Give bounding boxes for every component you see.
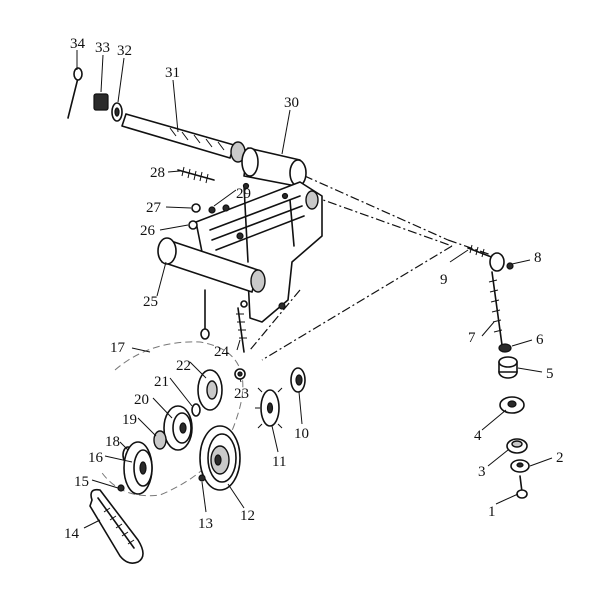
part-27-washer (191, 203, 201, 213)
label-19: 19 (122, 412, 137, 428)
label-31: 31 (165, 65, 180, 81)
label-30: 30 (284, 95, 299, 111)
label-10: 10 (294, 426, 309, 442)
label-17: 17 (110, 340, 126, 356)
part-11-sprocket (255, 387, 283, 429)
label-32: 32 (117, 43, 132, 59)
part-30-main-frame (157, 147, 323, 323)
label-22: 22 (176, 358, 191, 374)
part-2-bushing (510, 459, 530, 473)
part-4-spring-seat (499, 396, 525, 414)
label-14: 14 (64, 526, 80, 542)
label-13: 13 (198, 516, 213, 532)
label-25: 25 (143, 294, 158, 310)
part-6-nut (498, 343, 512, 353)
part-15-screw (117, 484, 125, 492)
label-16: 16 (88, 450, 104, 466)
label-33: 33 (95, 40, 110, 56)
part-29-bolts (208, 204, 230, 214)
label-23: 23 (234, 386, 249, 402)
label-2: 2 (556, 450, 564, 466)
label-6: 6 (536, 332, 544, 348)
label-9: 9 (440, 272, 448, 288)
label-15: 15 (74, 474, 89, 490)
part-9-bolt (467, 244, 495, 259)
label-7: 7 (468, 330, 476, 346)
part-3-washer (506, 438, 528, 454)
part-34-cotter-pin (67, 67, 83, 119)
part-31-axle-shaft (121, 113, 246, 163)
part-23-nut (234, 368, 246, 380)
part-8-nut (489, 252, 514, 272)
label-27: 27 (146, 200, 162, 216)
part-10-bearing (290, 367, 306, 393)
part-7-threaded-rod (488, 271, 503, 346)
label-26: 26 (140, 223, 156, 239)
part-21-washer (191, 403, 201, 417)
label-20: 20 (134, 392, 149, 408)
label-8: 8 (534, 250, 542, 266)
part-13-bolt (198, 474, 206, 482)
part-33-castle-nut (93, 93, 109, 111)
label-29: 29 (236, 186, 251, 202)
part-16-drive-pulley (123, 441, 153, 495)
label-34: 34 (70, 36, 86, 52)
label-5: 5 (546, 366, 554, 382)
label-3: 3 (478, 464, 486, 480)
part-14-drive-belt (89, 488, 144, 564)
label-4: 4 (474, 428, 482, 444)
label-18: 18 (105, 434, 120, 450)
part-28-threaded-bolt (177, 166, 215, 184)
part-32-washer (111, 102, 123, 122)
part-19-hub (153, 430, 167, 450)
leader-lines (76, 50, 553, 529)
part-5-collar (498, 356, 518, 379)
label-28: 28 (150, 165, 165, 181)
part-12-clutch-pulley (199, 425, 241, 491)
part-1-end-bolt (516, 475, 528, 499)
part-24-long-bolt (200, 289, 248, 353)
label-11: 11 (272, 454, 286, 470)
part-22-cover-disc (197, 369, 223, 411)
label-1: 1 (488, 504, 496, 520)
label-12: 12 (240, 508, 255, 524)
label-21: 21 (154, 374, 169, 390)
part-26-spacer (188, 220, 198, 230)
part-20-pulley (163, 405, 193, 451)
part-number-labels: 34 33 32 31 30 28 29 27 26 25 24 17 22 2… (64, 36, 564, 542)
label-24: 24 (214, 344, 230, 360)
